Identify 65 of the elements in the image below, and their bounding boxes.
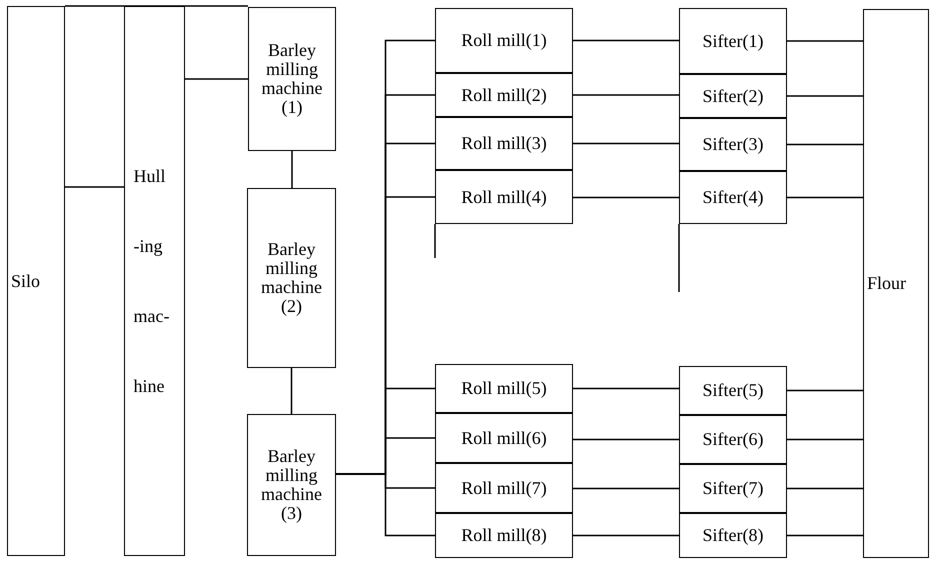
- process-box: [679, 118, 787, 171]
- process-box: [435, 73, 573, 117]
- process-box: [247, 414, 336, 556]
- process-box: [679, 171, 787, 224]
- process-box: [124, 6, 185, 556]
- process-box: [679, 415, 787, 464]
- connector-line: [787, 438, 863, 440]
- process-label: Sifter(2): [702, 86, 764, 106]
- connector-line: [787, 95, 863, 97]
- connector-line: [290, 368, 292, 414]
- process-box: [435, 170, 573, 224]
- process-label: Silo: [11, 272, 40, 290]
- process-label: Sifter(1): [702, 32, 764, 50]
- connector-line: [787, 196, 863, 198]
- process-label: Roll mill(3): [461, 134, 547, 153]
- process-label: Roll mill(8): [461, 526, 547, 545]
- process-label: Roll mill(4): [461, 188, 547, 206]
- process-label: Sifter(3): [702, 135, 764, 154]
- process-label: Roll mill(1): [461, 31, 547, 50]
- process-box: [7, 6, 65, 556]
- connector-line: [573, 142, 679, 144]
- process-box: [435, 463, 573, 513]
- process-label: Roll mill(5): [461, 379, 547, 398]
- process-label: Barley milling machine (3): [260, 447, 323, 523]
- process-label: Sifter(4): [702, 188, 764, 207]
- process-box: [247, 188, 336, 368]
- process-label: Roll mill(6): [461, 428, 547, 448]
- process-label: Barley milling machine (1): [260, 41, 324, 117]
- process-label: Barley milling machine (2): [260, 240, 323, 316]
- process-box: [679, 74, 787, 118]
- process-box: [863, 9, 929, 558]
- process-label: Hull -ing mac- hine: [134, 165, 170, 398]
- process-label: Sifter(7): [702, 479, 764, 498]
- process-box: [679, 464, 787, 513]
- connector-line: [573, 94, 679, 96]
- connector-line: [185, 78, 248, 80]
- process-box: [435, 117, 573, 170]
- connector-line: [573, 40, 679, 42]
- process-box: [435, 8, 573, 73]
- connector-line: [787, 144, 863, 146]
- process-box: [435, 513, 573, 558]
- connector-line: [336, 473, 435, 536]
- connector-line: [65, 186, 124, 188]
- connector-line: [787, 488, 863, 490]
- connector-line: [573, 438, 679, 440]
- process-label: Sifter(8): [702, 526, 764, 545]
- process-label: Roll mill(2): [461, 86, 547, 104]
- connector-line: [787, 390, 863, 392]
- process-label: Flour: [867, 274, 906, 293]
- process-label: Roll mill(7): [461, 478, 547, 498]
- process-label: Sifter(6): [702, 430, 764, 449]
- connector-line: [573, 534, 679, 536]
- process-box: [248, 7, 336, 151]
- process-label: Sifter(5): [702, 381, 764, 400]
- connector-line: [573, 488, 679, 490]
- connector-line: [573, 388, 679, 390]
- connector-line: [291, 151, 293, 188]
- process-box: [435, 364, 573, 413]
- connector-line: [787, 534, 863, 536]
- process-box: [679, 8, 787, 74]
- process-box: [679, 513, 787, 558]
- process-box: [679, 366, 787, 415]
- connector-line: [787, 40, 863, 42]
- connector-line: [573, 196, 679, 198]
- process-box: [435, 413, 573, 463]
